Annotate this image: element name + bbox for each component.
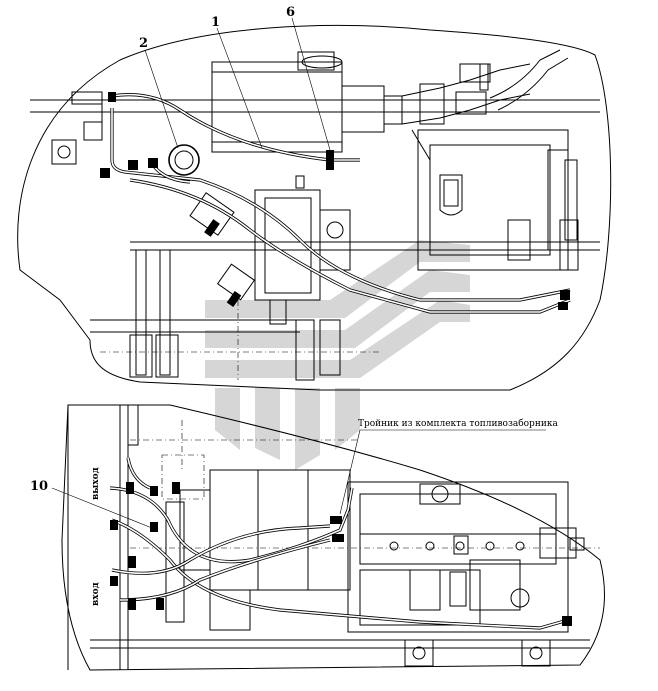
- upper-view-outline: [17, 24, 612, 391]
- fuel-filter-upper: [189, 192, 235, 237]
- port-label-outlet: выход: [91, 467, 101, 500]
- watermark-logo: [205, 240, 470, 470]
- port-label-inlet: вход: [91, 582, 101, 606]
- callout-1: 1: [211, 15, 220, 30]
- callout-2: 2: [139, 36, 148, 51]
- fuel-lines-upper: [110, 93, 571, 314]
- engine-block-lower: [347, 481, 569, 633]
- lower-view-outline: [61, 404, 605, 671]
- fuel-filter-lower: [216, 263, 256, 308]
- lower-view: Тройник из комплекта топливозаборника 10…: [30, 404, 605, 671]
- fuel-lines-lower: [109, 457, 569, 630]
- callout-6: 6: [286, 5, 295, 20]
- tee-annotation: Тройник из комплекта топливозаборника: [358, 418, 558, 429]
- mount-foot-2: [521, 639, 551, 667]
- pulley: [168, 144, 200, 176]
- callout-10: 10: [30, 479, 48, 494]
- mount-foot-1: [404, 639, 434, 667]
- tee-fitting: [330, 516, 342, 524]
- air-cleaner: [211, 61, 343, 153]
- upper-view: 2 1 6: [17, 5, 612, 391]
